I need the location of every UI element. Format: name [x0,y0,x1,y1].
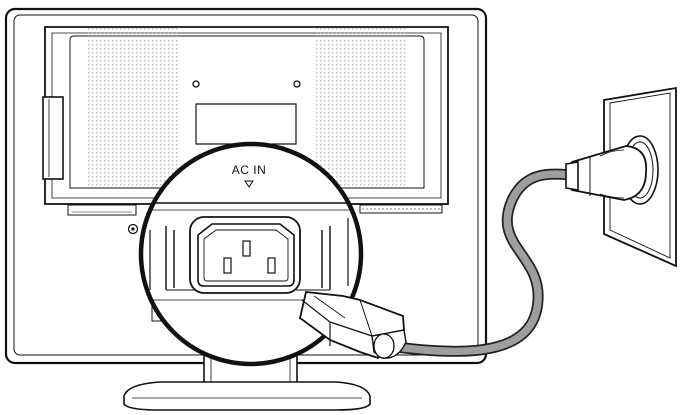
ac-in-socket [189,216,301,294]
socket-pin-left [223,257,232,274]
vent-grille-left [86,28,178,186]
monitor-plug [298,291,407,360]
power-cord [376,168,584,357]
mount-hole [192,80,200,88]
socket-pin-right [267,257,276,274]
ac-in-label: AC IN [232,163,267,177]
mount-hole [293,80,301,88]
wall-plug [565,145,648,201]
vent-grille-right [316,28,408,186]
socket-pin-ground [242,240,251,257]
monitor-rear [4,7,488,365]
ac-in-arrow-icon [244,180,254,188]
